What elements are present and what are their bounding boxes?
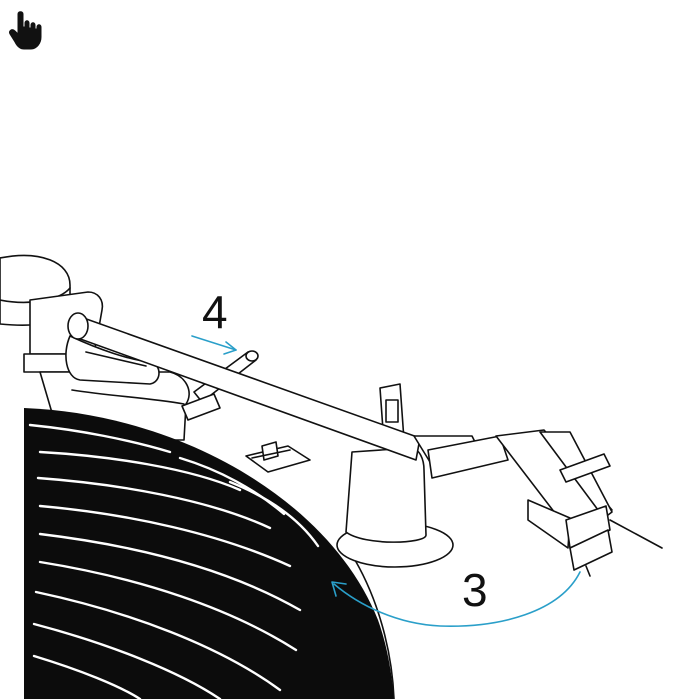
pointing-hand-icon[interactable] xyxy=(9,11,42,50)
step-4-arrow xyxy=(191,335,237,355)
spindle-hole xyxy=(245,441,311,473)
tonearm-tube xyxy=(67,312,421,461)
step-4-label: 4 xyxy=(202,286,228,338)
step-3-label: 3 xyxy=(462,564,488,616)
step-3-arrow xyxy=(331,571,581,627)
vinyl-record xyxy=(24,408,395,699)
arm-lift-lever xyxy=(65,335,160,385)
headshell xyxy=(413,429,663,577)
arm-rest xyxy=(336,383,454,568)
